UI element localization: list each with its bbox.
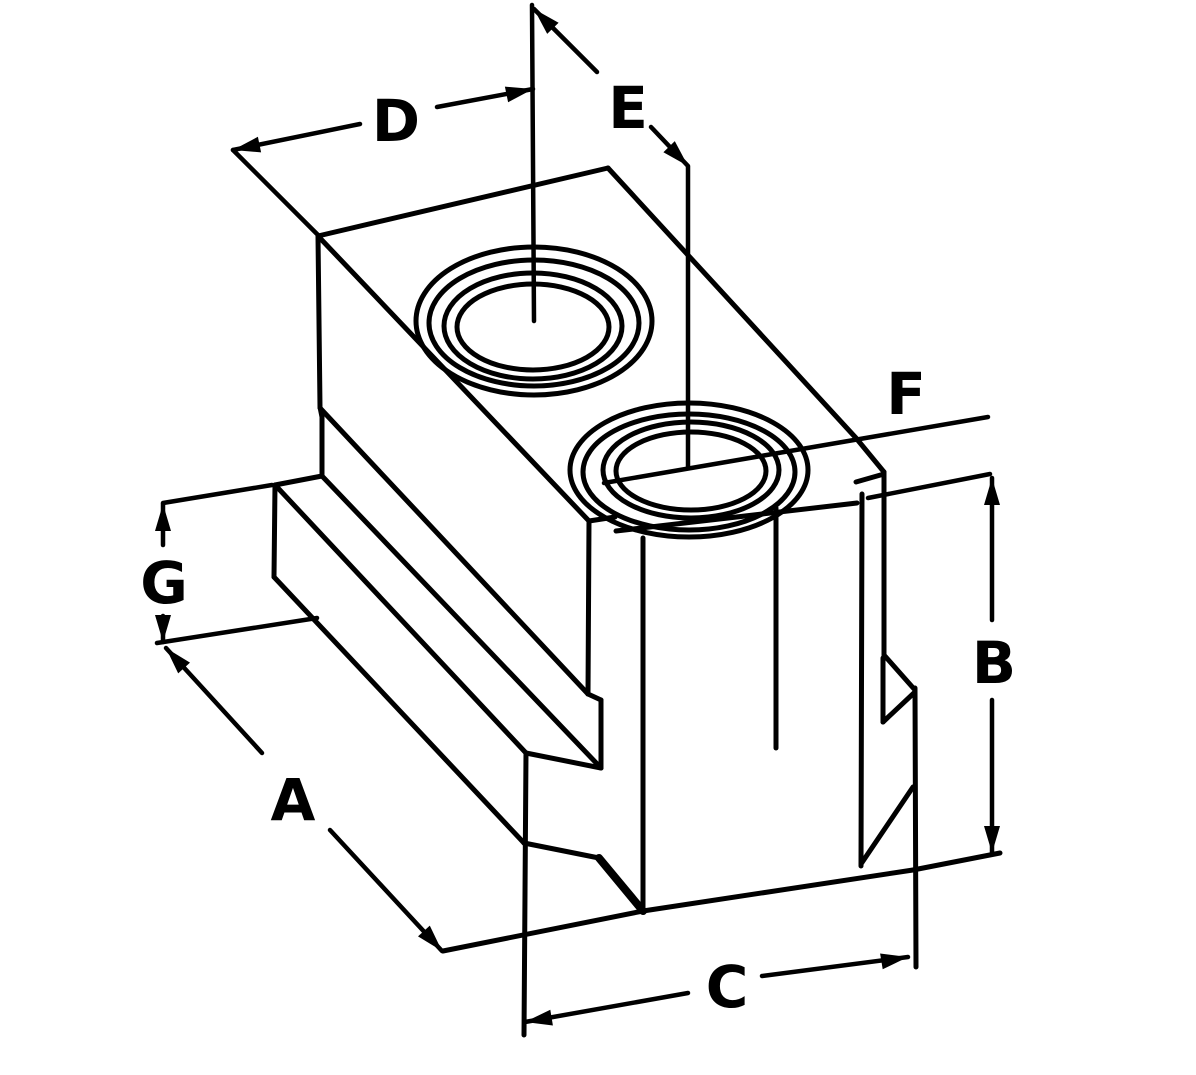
right-inner-vertical-edge: [858, 491, 865, 869]
front-vertical-edge: [585, 518, 592, 697]
base-front-chamfer-edge: [595, 854, 647, 915]
arrow-b-top: [984, 478, 1000, 505]
dim-e-extension-hole1: [529, 2, 537, 324]
dim-label-a: A: [271, 766, 316, 834]
base-right-chamfer-edge: [858, 784, 916, 867]
flange-top-front-edge: [274, 484, 529, 756]
flange-end-top-edge: [523, 750, 604, 771]
dim-label-g: G: [140, 549, 188, 617]
right-outer-vertical-edge: [912, 685, 919, 970]
arrow-g-top: [155, 504, 171, 531]
dim-label-c: C: [706, 953, 749, 1021]
arrow-d-left: [233, 136, 262, 153]
notch-bottom-edge: [880, 689, 918, 725]
dimension-arrowheads: [155, 9, 1000, 1026]
base-bottom-front-edge: [440, 867, 916, 954]
dimension-labels: A B C D E F G: [140, 74, 1016, 1021]
dim-b-extension-top: [865, 471, 993, 501]
arrow-a-top: [166, 648, 190, 674]
arrow-b-bottom: [984, 826, 1000, 853]
hole2-bore-inner: [613, 429, 769, 513]
dim-g-extension-top: [160, 482, 275, 506]
arrow-c-left: [525, 1009, 553, 1026]
flange-top-end-edge: [272, 473, 325, 488]
base-bottom-extension: [910, 850, 1003, 873]
arrow-g-bottom: [155, 615, 171, 642]
front-left-vertical-line: [521, 750, 529, 1038]
flange-bottom-front-edge: [271, 574, 527, 846]
top-front-left-edge: [315, 233, 592, 524]
dim-c-line-left: [522, 990, 691, 1025]
arrow-a-bottom: [418, 925, 442, 951]
dim-label-b: B: [972, 629, 1016, 697]
dim-g-extension-bottom: [154, 615, 320, 646]
arrow-e-top: [534, 9, 559, 34]
dim-label-f: F: [886, 360, 926, 428]
dim-label-e: E: [608, 74, 648, 142]
arrow-c-right: [880, 953, 908, 970]
notch-top-edge: [881, 652, 918, 693]
dim-label-d: D: [372, 87, 420, 155]
arrow-d-right: [504, 86, 533, 103]
flange-left-vertical-edge: [271, 482, 278, 580]
dim-f-leader-line: [601, 414, 991, 486]
dimension-lines: [154, 2, 995, 1025]
flange-end-bottom-edge: [521, 840, 602, 861]
flange-far-notch: [858, 491, 919, 970]
chamfer-junction-upper: [317, 405, 591, 697]
top-rear-left-edge: [315, 165, 611, 239]
top-front-right-edge-right-stub: [853, 471, 887, 485]
block-outline: [315, 165, 887, 771]
dim-a-line-lower: [327, 827, 445, 954]
flange-near: [271, 473, 647, 915]
arrow-e-bottom: [663, 141, 688, 166]
left-vertical-edge: [315, 233, 325, 479]
base-outline: [440, 500, 1003, 1038]
hole2-bore-outer: [600, 419, 782, 521]
dim-d-extension: [230, 147, 321, 238]
flange-top-inner-edge: [319, 473, 604, 771]
